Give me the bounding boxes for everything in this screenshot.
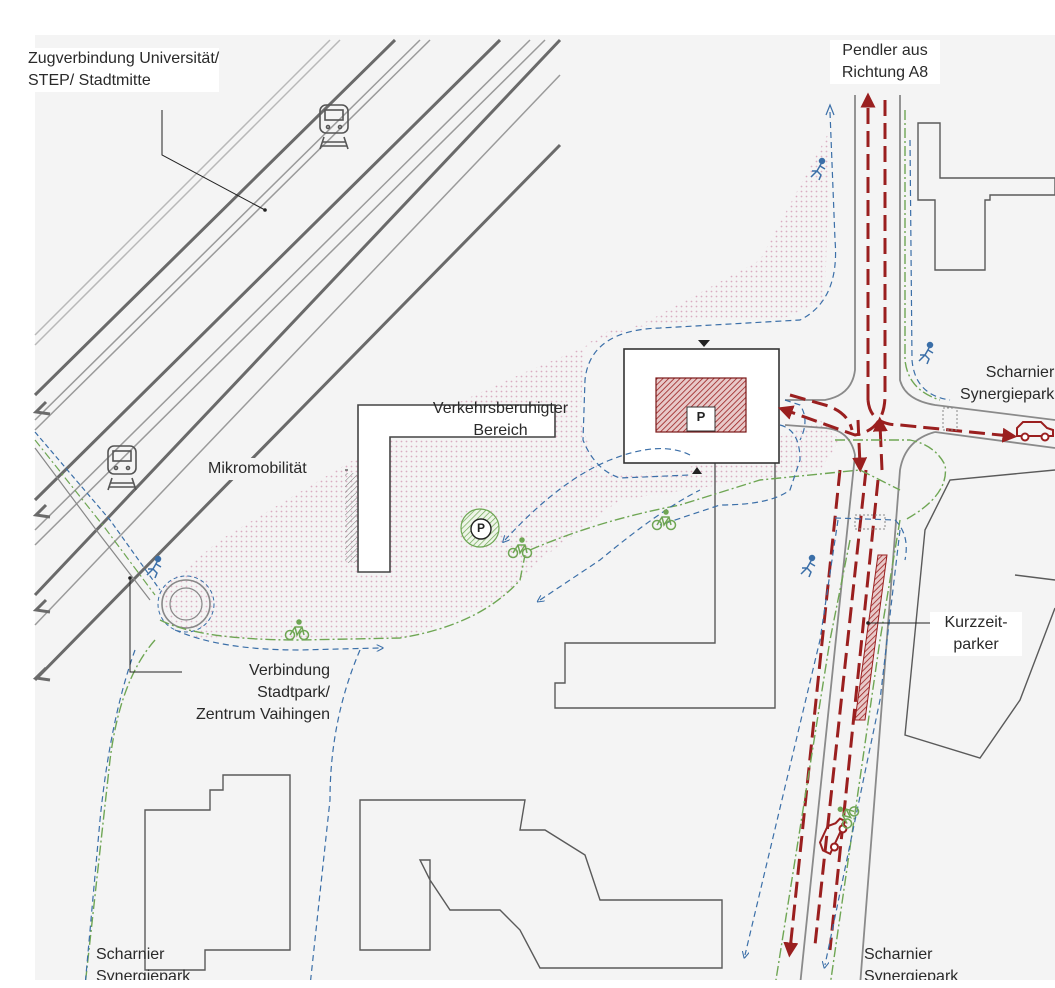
bicycle-icon	[651, 509, 677, 531]
bicycle-icon	[837, 806, 860, 829]
leader-lines	[129, 110, 935, 673]
label-scharnier-right: Scharnier Synergiepark	[960, 364, 1055, 403]
underpass-paths	[34, 431, 161, 601]
buildings	[144, 122, 1055, 971]
parking-icon-label: P	[696, 409, 706, 424]
bike-routes	[84, 110, 947, 986]
pedestrian-icon	[918, 341, 934, 365]
label-verkehrsberuhigter-bereich: Verkehrsberuhigter Bereich	[432, 400, 569, 439]
crosswalk	[942, 407, 958, 431]
parking-icon	[470, 518, 492, 540]
leader-dot	[128, 576, 132, 580]
parking-icon	[686, 406, 716, 432]
short-term-parking	[854, 554, 888, 721]
pedestrian-icon	[146, 555, 162, 579]
traffic-calmed-zone	[160, 130, 840, 640]
bicycle-icon	[284, 619, 310, 641]
road-edges	[784, 95, 1055, 986]
car-icon	[1016, 421, 1054, 442]
micromobility-parking-hatch	[345, 473, 358, 563]
crosswalk	[854, 514, 886, 530]
bike-ring	[157, 575, 215, 633]
train-icon	[107, 445, 137, 491]
parking-icon-label-small: P	[476, 521, 485, 535]
entry-arrow	[698, 340, 710, 347]
label-mikromobilitaet: Mikromobilität	[208, 458, 307, 480]
micromobility-building	[357, 404, 556, 573]
bicycle-icon	[507, 537, 533, 559]
label-pendler: Pendler aus Richtung A8	[830, 40, 940, 84]
pedestrian-icon	[800, 554, 816, 578]
label-zugverbindung: Zugverbindung Universität/ STEP/ Stadtmi…	[28, 48, 220, 92]
pedestrian-icon	[810, 157, 826, 181]
rail-direction-arrows	[32, 400, 51, 682]
pedestrian-routes	[84, 111, 951, 986]
entry-arrow	[692, 467, 702, 474]
pedestrian-route-arrow	[825, 103, 835, 116]
car-routes	[777, 92, 1018, 958]
leader-dot	[263, 208, 267, 212]
label-verbindung: Verbindung Stadtpark/ Zentrum Vaihingen	[196, 662, 330, 723]
railway-tracks	[33, 38, 562, 682]
train-icon	[319, 104, 349, 150]
bottom-crop	[0, 980, 1055, 986]
leader-dot	[866, 621, 870, 625]
label-kurzzeitparker: Kurzzeit- parker	[930, 612, 1022, 656]
